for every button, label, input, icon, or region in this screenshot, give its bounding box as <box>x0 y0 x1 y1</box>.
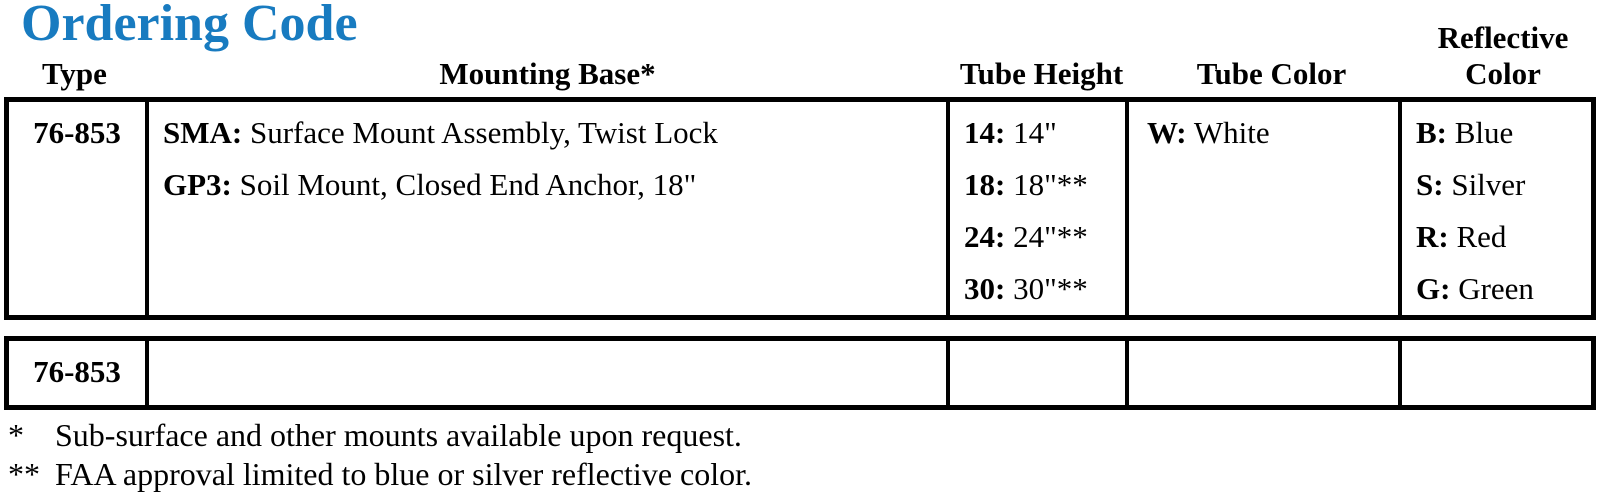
tube-height-cell: 14: 14" 18: 18"** 24: 24"** 30: 30"** <box>946 102 1125 315</box>
column-header-type-label: Type <box>42 56 107 91</box>
option-code: 24: <box>964 219 1006 254</box>
selection-type-code-cell: 76-853 <box>9 341 145 405</box>
option-description: Surface Mount Assembly, Twist Lock <box>249 115 718 150</box>
footnote-marker: ** <box>8 456 40 492</box>
option-description: 30"** <box>1013 271 1088 306</box>
option-code: SMA: <box>163 115 243 150</box>
column-header-tube-height-label: Tube Height <box>959 56 1124 91</box>
option-description: Soil Mount, Closed End Anchor, 18" <box>239 167 697 202</box>
selection-tube-color-cell-empty <box>1125 341 1398 405</box>
option-code: R: <box>1416 219 1449 254</box>
option-description: 24"** <box>1013 219 1088 254</box>
selection-tube-height-cell-empty <box>946 341 1125 405</box>
reflective-color-option: R: Red <box>1416 211 1575 263</box>
option-description: Blue <box>1454 115 1514 150</box>
tube-color-cell: W: White <box>1125 102 1398 315</box>
column-header-reflective-color-label: Reflective Color <box>1437 20 1569 91</box>
selection-row-table: 76-853 <box>4 336 1596 410</box>
mounting-base-option: SMA: Surface Mount Assembly, Twist Lock <box>163 107 946 159</box>
option-description: 18"** <box>1013 167 1088 202</box>
option-code: 14: <box>964 115 1006 150</box>
selection-mounting-base-cell-empty <box>145 341 946 405</box>
option-code: 18: <box>964 167 1006 202</box>
tube-color-option: W: White <box>1147 107 1398 159</box>
column-header-tube-color-label: Tube Color <box>1196 56 1347 91</box>
option-code: G: <box>1416 271 1451 306</box>
column-headers: Type Mounting Base* Tube Height Tube Col… <box>4 0 1596 92</box>
type-code: 76-853 <box>33 115 121 150</box>
column-header-tube-color: Tube Color <box>1133 56 1410 92</box>
footnotes: * Sub-surface and other mounts available… <box>8 416 752 494</box>
page-title: Ordering Code <box>21 0 358 52</box>
option-description: Green <box>1458 271 1534 306</box>
footnote-text: FAA approval limited to blue or silver r… <box>55 456 752 492</box>
option-code: S: <box>1416 167 1444 202</box>
option-code: 30: <box>964 271 1006 306</box>
option-description: 14" <box>1013 115 1057 150</box>
option-code: W: <box>1147 115 1187 150</box>
tube-height-option: 18: 18"** <box>964 159 1125 211</box>
ordering-code-table: 76-853 SMA: Surface Mount Assembly, Twis… <box>4 97 1596 320</box>
footnote-marker: * <box>8 417 24 453</box>
tube-height-option: 24: 24"** <box>964 211 1125 263</box>
column-header-mounting-base: Mounting Base* <box>145 56 950 92</box>
column-header-mounting-base-label: Mounting Base* <box>439 56 656 91</box>
option-code: GP3: <box>163 167 232 202</box>
selection-reflective-color-cell-empty <box>1398 341 1575 405</box>
option-description: White <box>1193 115 1270 150</box>
mounting-base-option: GP3: Soil Mount, Closed End Anchor, 18" <box>163 159 946 211</box>
option-description: Silver <box>1451 167 1526 202</box>
column-header-reflective-color: Reflective Color <box>1410 20 1596 92</box>
option-description: Red <box>1456 219 1507 254</box>
footnote: * Sub-surface and other mounts available… <box>8 416 752 455</box>
option-code: B: <box>1416 115 1447 150</box>
reflective-color-option: G: Green <box>1416 263 1575 315</box>
tube-height-option: 30: 30"** <box>964 263 1125 315</box>
reflective-color-cell: B: Blue S: Silver R: Red G: Green <box>1398 102 1575 315</box>
footnote-text: Sub-surface and other mounts available u… <box>55 417 742 453</box>
mounting-base-cell: SMA: Surface Mount Assembly, Twist Lock … <box>145 102 946 315</box>
reflective-color-option: S: Silver <box>1416 159 1575 211</box>
column-header-tube-height: Tube Height <box>950 56 1133 92</box>
type-code-cell: 76-853 <box>9 102 145 315</box>
column-header-type: Type <box>4 56 145 92</box>
reflective-color-option: B: Blue <box>1416 107 1575 159</box>
tube-height-option: 14: 14" <box>964 107 1125 159</box>
footnote: ** FAA approval limited to blue or silve… <box>8 455 752 494</box>
selection-type-code: 76-853 <box>33 354 121 389</box>
